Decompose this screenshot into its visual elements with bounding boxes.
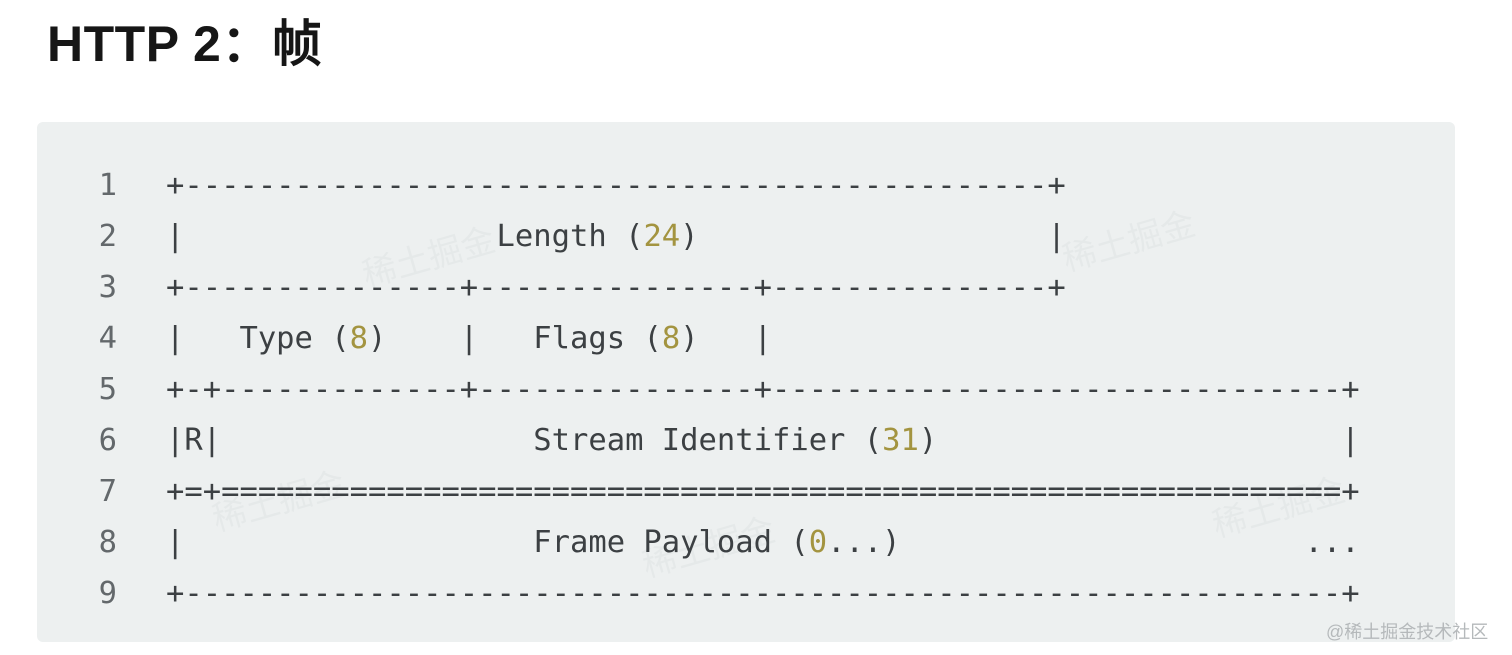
code-text: | Type (8) | Flags (8) |	[166, 313, 772, 364]
token-plain: +=+=====================================…	[166, 474, 1360, 509]
token-plain: ) | Flags (	[368, 321, 662, 356]
token-plain: | Type (	[166, 321, 350, 356]
line-number: 6	[98, 423, 117, 458]
token-plain: | Frame Payload (	[166, 525, 809, 560]
code-text: | Length (24) |	[166, 211, 1066, 262]
token-plain: +---------------+---------------+-------…	[166, 270, 1066, 305]
line-number: 2	[98, 219, 117, 254]
code-lines: 1 +--------------------------------------…	[37, 160, 1455, 619]
line-number: 1	[98, 168, 117, 203]
token-number: 8	[661, 321, 681, 356]
token-plain: ) |	[680, 219, 1066, 254]
code-line: 3 +---------------+---------------+------…	[37, 262, 1455, 313]
code-text: +=+=====================================…	[166, 466, 1360, 517]
code-line: 5 +-+-------------+---------------+------…	[37, 364, 1455, 415]
code-line: 9 +--------------------------------------…	[37, 568, 1455, 619]
token-number: 8	[349, 321, 369, 356]
code-block-panel: 稀土掘金 稀土掘金 稀土掘金 稀土掘金 稀土掘金 1+-------------…	[37, 122, 1455, 642]
token-plain: ...) ...	[827, 525, 1360, 560]
line-number: 4	[98, 321, 117, 356]
page-title: HTTP 2：帧	[47, 16, 323, 72]
token-plain: |R| Stream Identifier (	[166, 423, 883, 458]
code-text: +---------------------------------------…	[166, 160, 1066, 211]
code-line: 7 +=+====================================…	[37, 466, 1455, 517]
token-plain: ) |	[680, 321, 773, 356]
code-text: +---------------------------------------…	[166, 568, 1360, 619]
code-text: +---------------+---------------+-------…	[166, 262, 1066, 313]
token-plain: +---------------------------------------…	[166, 168, 1066, 203]
token-plain: +-+-------------+---------------+-------…	[166, 372, 1360, 407]
code-line: 6 |R| Stream Identifier (31) |	[37, 415, 1455, 466]
token-plain: ) |	[918, 423, 1360, 458]
code-text: | Frame Payload (0...) ...	[166, 517, 1360, 568]
code-line: 8 | Frame Payload (0...) ...	[37, 517, 1455, 568]
line-number: 7	[98, 474, 117, 509]
code-line: 4| Type (8) | Flags (8) |	[37, 313, 1455, 364]
line-number: 8	[98, 525, 117, 560]
code-line: 2 | Length (24) |	[37, 211, 1455, 262]
token-plain: | Length (	[166, 219, 644, 254]
line-number: 9	[98, 576, 117, 611]
line-number: 5	[98, 372, 117, 407]
token-number: 31	[882, 423, 919, 458]
line-number: 3	[98, 270, 117, 305]
community-watermark: @稀土掘金技术社区	[1326, 622, 1489, 642]
token-number: 0	[808, 525, 828, 560]
token-number: 24	[643, 219, 681, 254]
code-text: +-+-------------+---------------+-------…	[166, 364, 1360, 415]
token-plain: +---------------------------------------…	[166, 576, 1360, 611]
code-line: 1 +--------------------------------------…	[37, 160, 1455, 211]
code-text: |R| Stream Identifier (31) |	[166, 415, 1360, 466]
